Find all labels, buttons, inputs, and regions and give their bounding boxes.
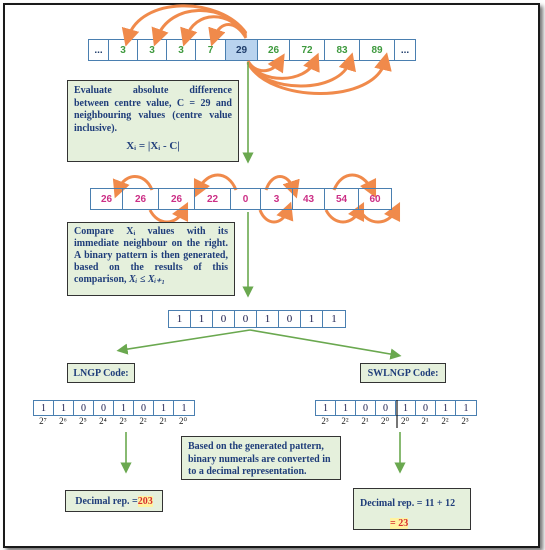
difference-explanation-box: Evaluate absolute difference between cen… [67, 80, 239, 162]
arc-r2-f [258, 201, 294, 224]
row1-cell: 3 [109, 40, 138, 60]
row1-cell: 72 [290, 40, 325, 60]
lngppow-power: 2⁷ [39, 416, 47, 426]
row2-cell: 54 [325, 189, 359, 209]
row2-cell: 26 [159, 189, 195, 209]
arrow-to-swlngp [249, 329, 402, 360]
lngpbin-cell: 1 [34, 401, 54, 415]
lngpbin-cell: 0 [94, 401, 114, 415]
arc-r2-h [358, 201, 401, 224]
lngpbin-cell: 0 [74, 401, 94, 415]
swbin-cell: 0 [376, 401, 396, 415]
swpow-power: 2⁰ [400, 416, 410, 426]
swlngp-decimal-box: Decimal rep. = 11 + 12 = 23 [353, 488, 471, 530]
lngp-decimal-box: Decimal rep. = 203 [65, 490, 163, 512]
arc-r2-g [324, 201, 365, 224]
row1-cell: 26 [258, 40, 290, 60]
swpow-power: 2² [341, 416, 349, 426]
lngppow-power: 2⁵ [79, 416, 87, 426]
pattern-cell: 0 [213, 311, 235, 327]
arc-r2-b [193, 173, 238, 199]
lngppow-power: 2² [139, 416, 147, 426]
swlngp-decimal-label: Decimal rep. = 11 + 12 [360, 498, 456, 509]
row1-cell: ... [89, 40, 109, 60]
swbin-cell: 1 [396, 401, 416, 415]
lngpbin-cell: 1 [54, 401, 74, 415]
swpow-power: 2² [441, 416, 449, 426]
lngpbin-cell: 1 [181, 402, 187, 414]
lngppow-power: 2⁴ [99, 416, 107, 426]
row2-cell: 26 [123, 189, 159, 209]
pattern-cell: 0 [235, 311, 257, 327]
row1-cell: 83 [325, 40, 360, 60]
lngpbin-cell: 1 [154, 401, 174, 415]
lngpbin-cell: 0 [134, 401, 154, 415]
swlngp-decimal-value: = 23 [390, 518, 409, 529]
comparison-text: Compare Xᵢ values with its immediate nei… [74, 226, 228, 285]
swbin-cell: 1 [316, 401, 336, 415]
swpow-power: 2⁰ [380, 416, 390, 426]
arc-right-4 [246, 52, 392, 95]
swbin-cell: 0 [416, 401, 436, 415]
arc-left-4 [121, 4, 248, 47]
swlngp-code-label: SWLNGP Code: [360, 363, 446, 383]
row1-cell: 29 [226, 40, 258, 60]
comparison-explanation-box: Compare Xᵢ values with its immediate nei… [67, 222, 235, 296]
row2-cell: 0 [231, 189, 261, 209]
pattern-cell: 1 [257, 311, 279, 327]
lngp-code-label: LNGP Code: [67, 363, 135, 383]
row1-cell: 3 [138, 40, 167, 60]
arc-r2-d [332, 173, 377, 199]
row1-cell: 7 [196, 40, 226, 60]
conversion-note-text: Based on the generated pattern, binary n… [188, 441, 331, 477]
lngp-powers: 2⁷ 2⁶ 2⁵ 2⁴ 2³ 2² 2¹ 2⁰ [33, 416, 193, 427]
swlngp-powers: 2³ 2² 2¹ 2⁰ 2⁰ 2¹ 2² 2³ [315, 416, 475, 427]
swpow-power: 2³ [461, 416, 469, 426]
conversion-note-box: Based on the generated pattern, binary n… [181, 436, 341, 480]
pattern-cell: 1 [331, 313, 337, 325]
arrow-to-lngp [116, 329, 251, 355]
swpow-power: 2¹ [361, 416, 369, 426]
lngp-decimal-value: 203 [137, 495, 153, 507]
pattern-cell: 1 [191, 311, 213, 327]
arc-r2-a [112, 175, 154, 199]
difference-equation: Xᵢ = |Xᵢ - C| [126, 140, 180, 152]
lngppow-power: 2⁶ [59, 416, 67, 426]
arc-r2-c [264, 175, 300, 199]
row2-cell: 22 [195, 189, 231, 209]
comparison-condition: Xᵢ ≤ Xᵢ₊₁ [129, 274, 165, 285]
swpow-power: 2³ [321, 416, 329, 426]
swbin-cell: 1 [336, 401, 356, 415]
swpow-power: 2¹ [421, 416, 429, 426]
row2-cell: 60 [369, 193, 381, 205]
lngpbin-cell: 1 [114, 401, 134, 415]
swbin-cell: 0 [356, 401, 376, 415]
row2-cell: 43 [293, 189, 325, 209]
row1-cell: ... [400, 44, 410, 56]
lngp-decimal-label: Decimal rep. = [75, 495, 138, 507]
lngppow-power: 2³ [119, 416, 127, 426]
row1-cell: 3 [167, 40, 196, 60]
pattern-cell: 0 [279, 311, 301, 327]
row1-cell: 89 [360, 40, 395, 60]
lngppow-power: 2⁰ [178, 416, 188, 426]
swbin-cell: 1 [436, 401, 456, 415]
row2-cell: 26 [91, 189, 123, 209]
row2-cell: 3 [261, 189, 293, 209]
pattern-cell: 1 [169, 311, 191, 327]
swbin-cell: 1 [463, 402, 469, 414]
lngppow-power: 2¹ [159, 416, 167, 426]
difference-text: Evaluate absolute difference between cen… [74, 85, 232, 134]
pattern-cell: 1 [301, 311, 323, 327]
